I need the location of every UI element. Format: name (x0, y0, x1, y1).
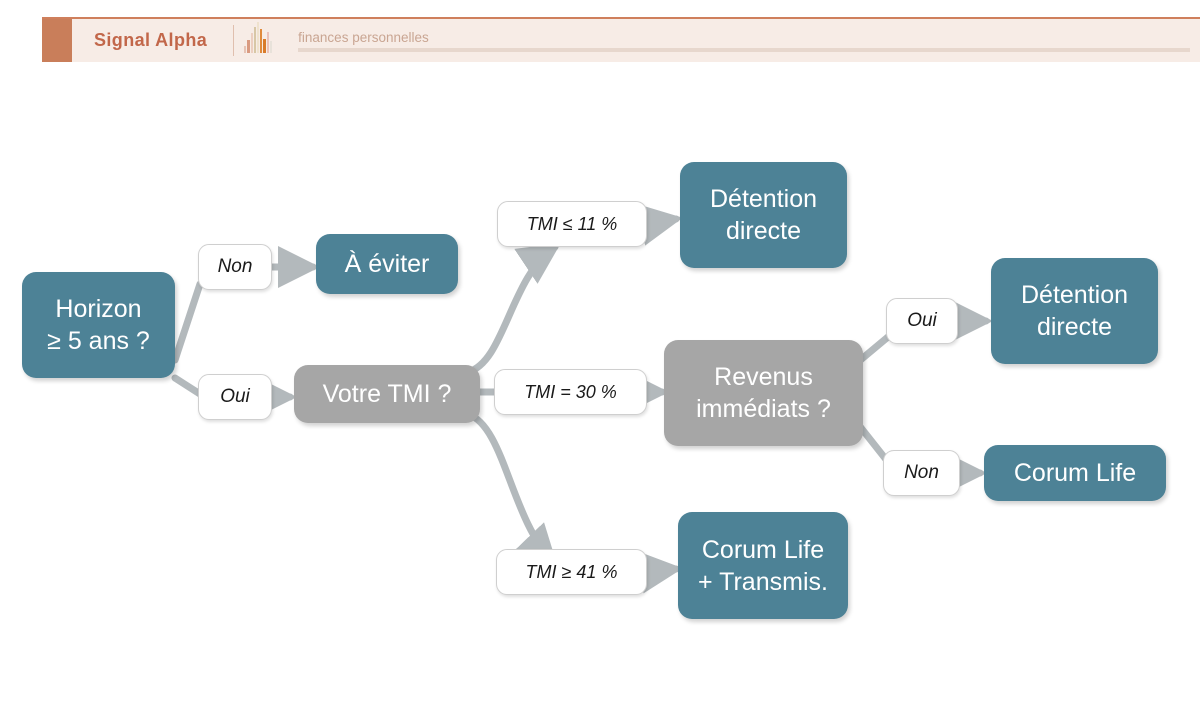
edge-label-tmi-mid-text: TMI = 30 % (524, 381, 617, 402)
node-revenus-immediats-line2: immédiats ? (696, 395, 831, 423)
header-underline (298, 47, 1190, 52)
edge-label-revenus-non-text: Non (904, 462, 939, 483)
node-detention-directe-right-line2: directe (1036, 313, 1113, 341)
decision-flowchart: Horizon ≥ 5 ans ? À éviter Votre TMI ? D… (0, 62, 1200, 721)
node-revenus-immediats[interactable]: Revenus immédiats ? (664, 340, 863, 446)
edge-label-tmi-low[interactable]: TMI ≤ 11 % (497, 201, 647, 247)
edge-tmi-to-low (464, 243, 561, 376)
edge-layer (171, 204, 993, 594)
node-votre-tmi[interactable]: Votre TMI ? (294, 365, 480, 423)
edge-label-tmi-mid[interactable]: TMI = 30 % (494, 369, 647, 415)
header-accent-block (42, 19, 72, 62)
brand-title: Signal Alpha (94, 30, 208, 50)
app-header: Signal Alpha finances personnelles (42, 17, 1200, 62)
edge-label-horizon-non-text: Non (217, 256, 253, 277)
edge-horizon-to-non (171, 280, 204, 364)
edge-label-tmi-high-text: TMI ≥ 41 % (525, 561, 618, 582)
node-horizon[interactable]: Horizon ≥ 5 ans ? (22, 272, 175, 378)
node-detention-directe-top[interactable]: Détention directe (680, 162, 847, 268)
edge-high-to-corum-transmis (639, 551, 683, 594)
node-votre-tmi-label: Votre TMI ? (322, 380, 452, 408)
edge-revenus-to-oui (854, 333, 892, 366)
node-detention-directe-top-line1: Détention (709, 185, 818, 213)
node-detention-directe-right-line1: Détention (1020, 281, 1129, 309)
edge-tmi-to-high (464, 410, 558, 568)
header-divider (233, 25, 235, 56)
edge-label-revenus-non[interactable]: Non (883, 450, 960, 496)
edge-label-horizon-oui-text: Oui (220, 386, 250, 407)
node-horizon-line1: Horizon (55, 295, 142, 323)
node-corum-life-transmis-line1: Corum Life (701, 535, 825, 564)
node-detention-directe-top-line2: directe (725, 217, 802, 245)
edge-horizon-to-oui (171, 374, 204, 398)
edge-label-horizon-non[interactable]: Non (198, 244, 272, 290)
edge-label-revenus-oui-text: Oui (907, 310, 937, 331)
header-subtitle-area: finances personnelles (280, 19, 1200, 62)
node-corum-life-transmis-line2: + Transmis. (698, 567, 828, 596)
bar-chart-icon (234, 19, 280, 62)
node-revenus-immediats-line1: Revenus (714, 363, 813, 391)
node-horizon-line2: ≥ 5 ans ? (47, 327, 150, 355)
edge-label-horizon-oui[interactable]: Oui (198, 374, 272, 420)
edge-label-tmi-high[interactable]: TMI ≥ 41 % (496, 549, 647, 595)
node-corum-life-transmis[interactable]: Corum Life + Transmis. (678, 512, 848, 619)
node-a-eviter[interactable]: À éviter (316, 234, 458, 294)
edge-label-tmi-low-text: TMI ≤ 11 % (526, 213, 618, 234)
node-a-eviter-label: À éviter (344, 250, 430, 278)
edge-label-revenus-oui[interactable]: Oui (886, 298, 958, 344)
node-detention-directe-right[interactable]: Détention directe (991, 258, 1158, 364)
edge-low-to-detention-directe-top (637, 204, 683, 246)
header-subtitle-text: finances personnelles (298, 29, 429, 45)
node-corum-life[interactable]: Corum Life (984, 445, 1166, 501)
node-corum-life-label: Corum Life (1013, 459, 1137, 487)
